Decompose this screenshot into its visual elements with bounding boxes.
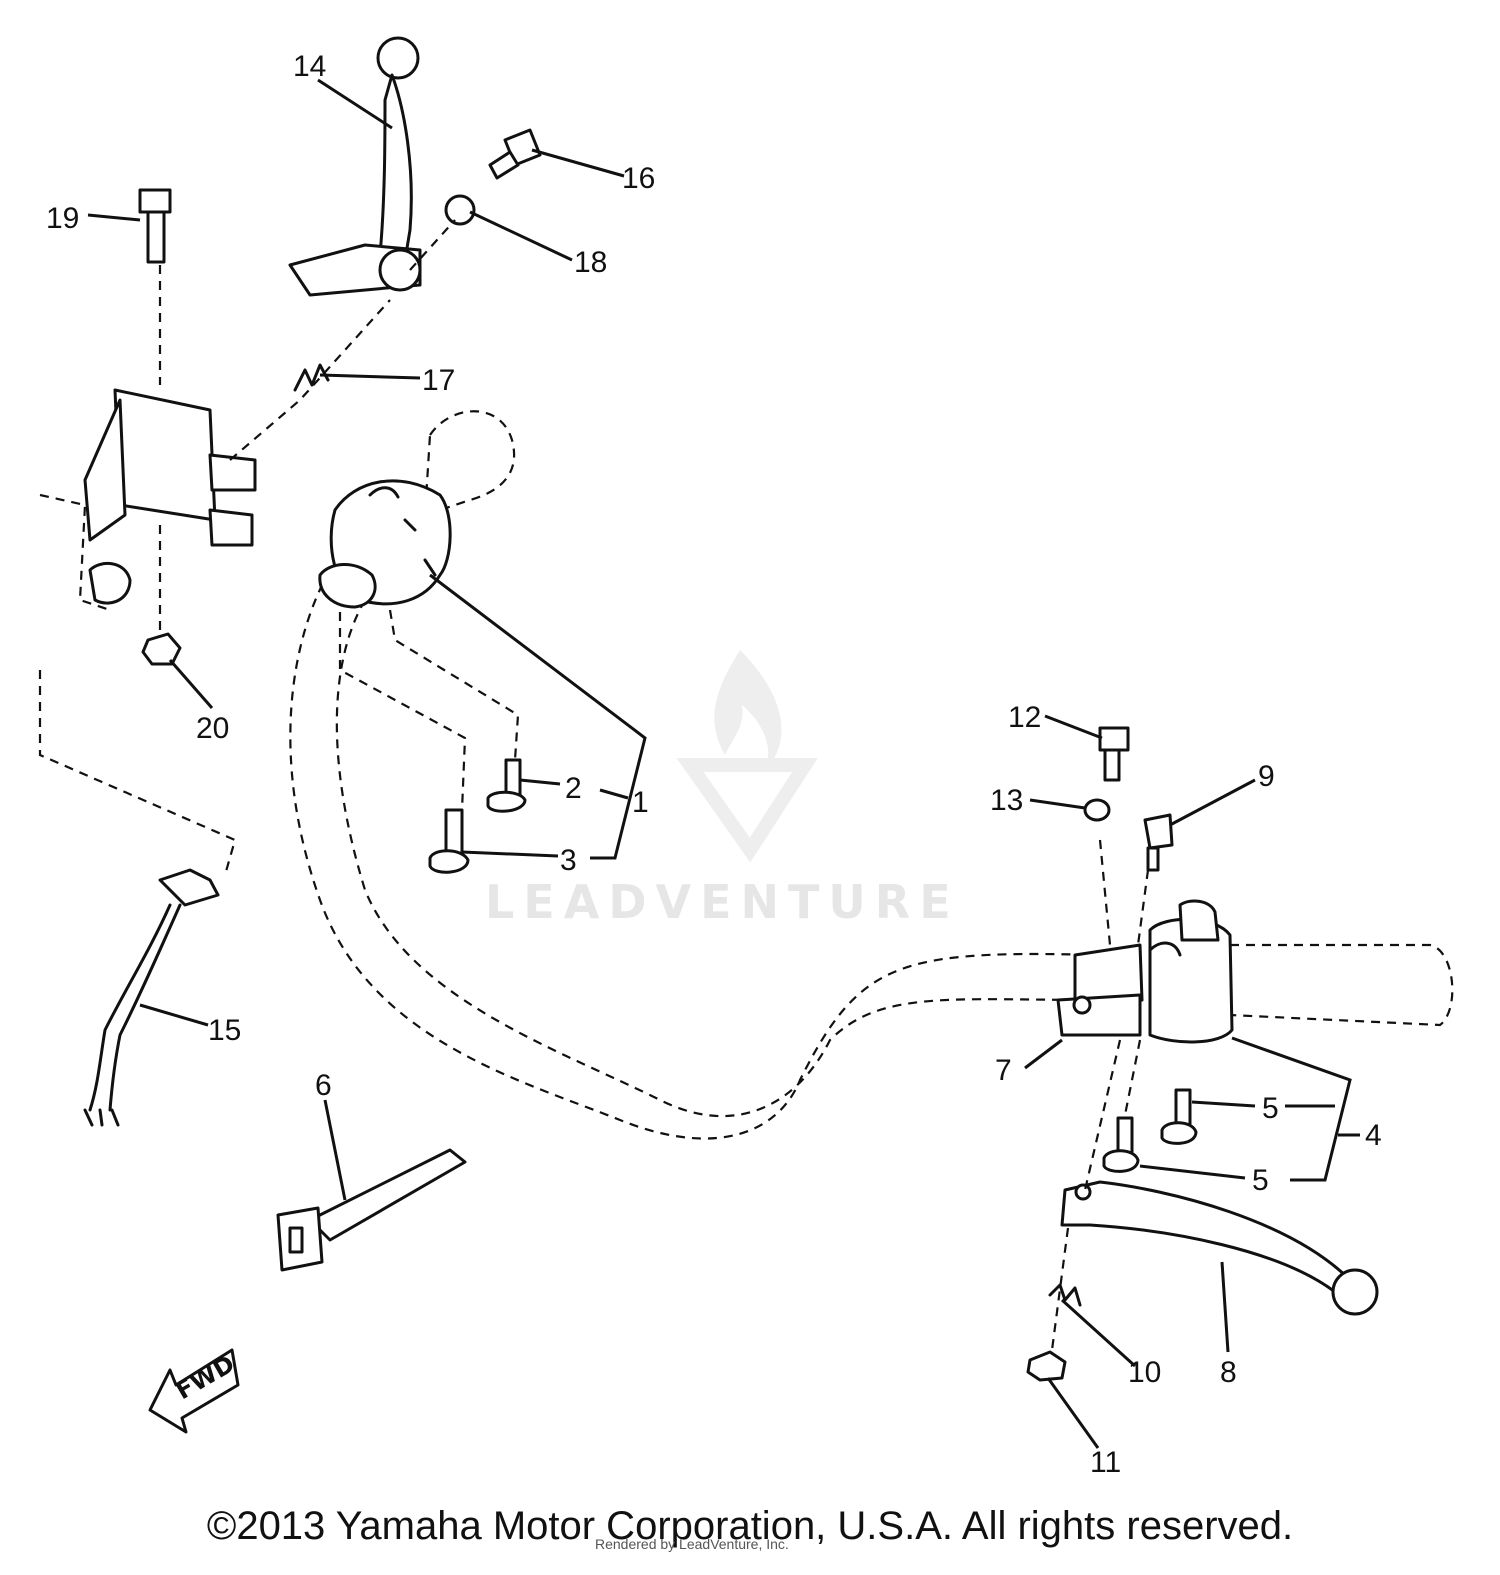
- callout-16: 16: [622, 162, 655, 195]
- callout-7: 7: [995, 1054, 1012, 1087]
- callout-14: 14: [293, 50, 326, 83]
- collar-18: [444, 194, 476, 226]
- callout-13: 13: [990, 784, 1023, 817]
- left-grip: [423, 410, 516, 517]
- callout-2: 2: [565, 772, 582, 805]
- watermark-text: LEADVENTURE: [485, 875, 960, 929]
- callout-11: 11: [1090, 1446, 1121, 1479]
- cable-tie-6: [276, 1148, 467, 1272]
- left-lever: [288, 36, 422, 297]
- callout-12: 12: [1008, 701, 1041, 734]
- switch-9: [1143, 813, 1174, 872]
- right-grip: [1229, 943, 1454, 1027]
- leadventure-watermark: LEADVENTURE: [485, 650, 960, 929]
- callout-6: 6: [315, 1069, 332, 1102]
- left-switch-housing: [318, 479, 452, 609]
- washer-13: [1083, 798, 1111, 822]
- handlebar: [289, 569, 1101, 1140]
- screw-12: [1098, 726, 1130, 782]
- render-credit: Rendered by LeadVenture, Inc.: [595, 1536, 789, 1552]
- right-switch-housing: [1148, 899, 1234, 1044]
- callout-5-upper: 5: [1262, 1092, 1279, 1125]
- spring-17: [293, 363, 330, 392]
- callout-20: 20: [196, 712, 229, 745]
- callout-17: 17: [422, 364, 455, 397]
- callout-10: 10: [1128, 1356, 1161, 1389]
- screw-2: [486, 758, 527, 813]
- spring-10: [1048, 1283, 1082, 1307]
- callout-9: 9: [1258, 760, 1275, 793]
- screw-16: [488, 128, 542, 180]
- lever-bracket: [1056, 943, 1144, 1037]
- bolt-19: [138, 188, 172, 264]
- screw-3: [428, 808, 470, 874]
- callout-3: 3: [560, 844, 577, 877]
- callout-1: 1: [632, 786, 649, 819]
- screw-5-upper: [1160, 1088, 1198, 1145]
- callout-5-lower: 5: [1252, 1164, 1269, 1197]
- callout-4: 4: [1365, 1119, 1382, 1152]
- leader-lines: [87, 78, 1360, 1449]
- switch-cable-15: [83, 868, 220, 1127]
- callout-15: 15: [208, 1014, 241, 1047]
- callout-8: 8: [1220, 1356, 1237, 1389]
- copyright-notice: ©2013 Yamaha Motor Corporation, U.S.A. A…: [206, 1504, 1294, 1548]
- callout-numbers: 1 2 3 4 5 5 6 7 8 9 10 11 12 13 14 15 16…: [46, 50, 1382, 1479]
- nut-11: [1026, 1350, 1067, 1382]
- brake-lever: [1060, 1180, 1379, 1316]
- fwd-arrow: FWD: [148, 1348, 240, 1434]
- screw-5-lower: [1102, 1116, 1140, 1173]
- left-lever-housing: [39, 388, 257, 612]
- assembly-lines: [38, 219, 1150, 1351]
- callout-19: 19: [46, 202, 79, 235]
- nut-20: [141, 632, 182, 666]
- callout-18: 18: [574, 246, 607, 279]
